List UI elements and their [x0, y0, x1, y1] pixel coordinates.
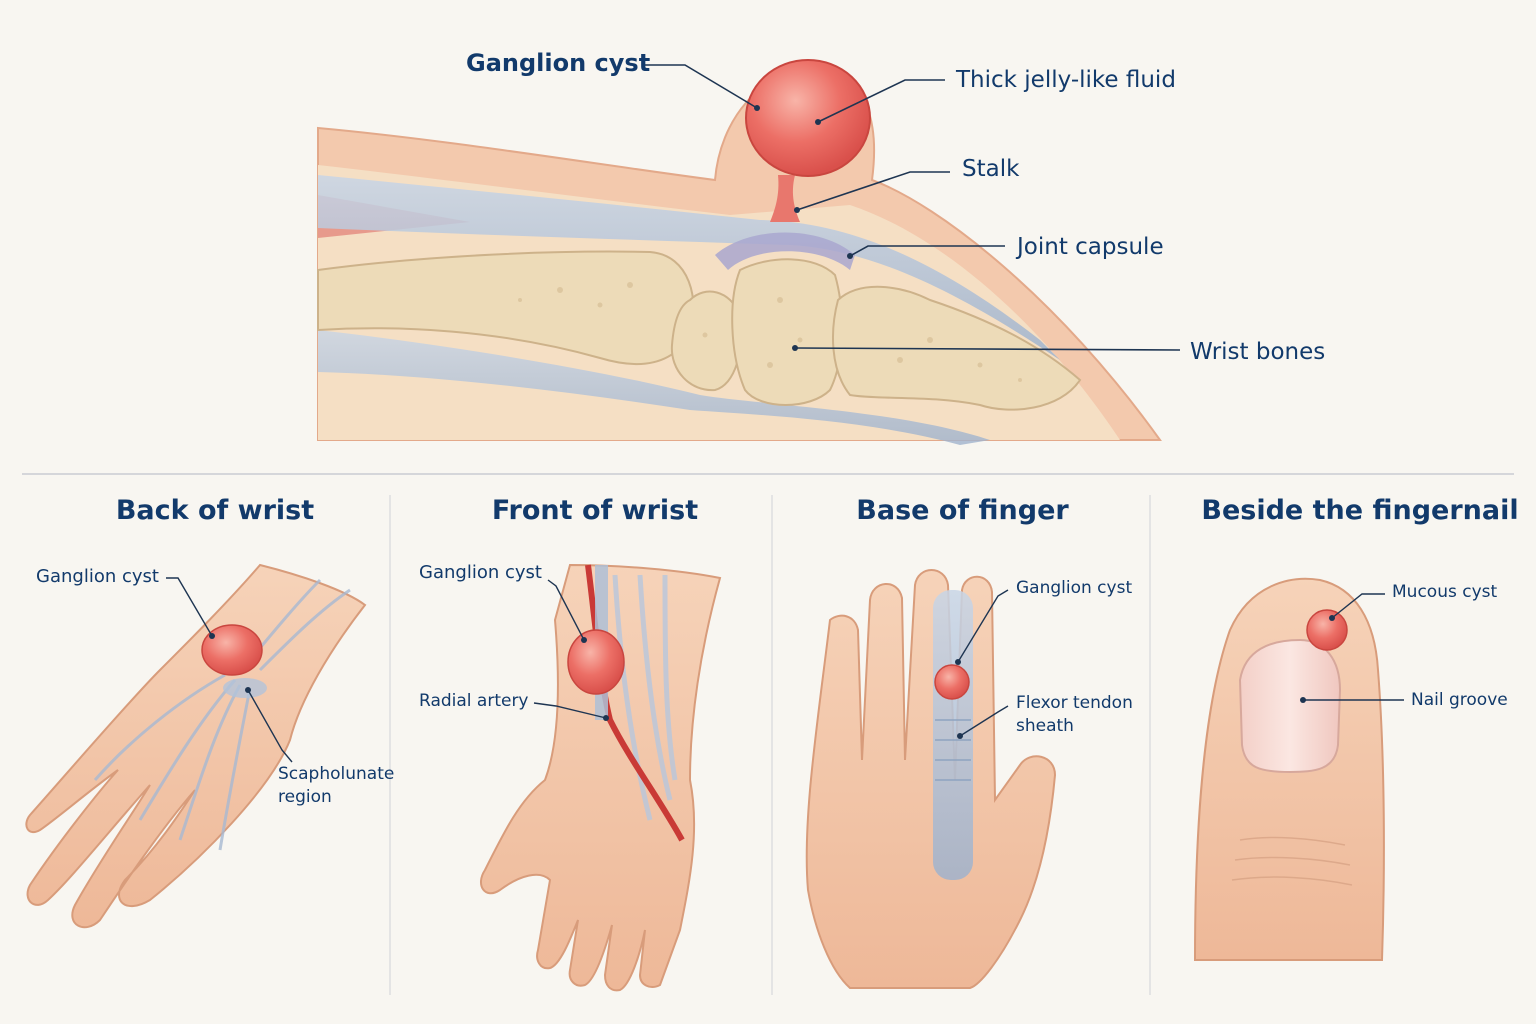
label-back-ganglion-cyst: Ganglion cyst: [36, 566, 159, 587]
leader-wrist-bones: [794, 347, 1181, 351]
leader-joint-capsule: [849, 245, 1005, 257]
wrist-cross-section: [317, 59, 1162, 445]
tendon-band-lower: [318, 330, 990, 445]
label-scapholunate: Scapholunate: [278, 764, 395, 784]
front-ganglion-cyst: [567, 629, 625, 695]
dot-nail-groove: [1300, 697, 1306, 703]
scapholunate-region-mark: [223, 678, 267, 698]
base-of-finger-illustration: [805, 569, 1057, 989]
panel-title-beside-fingernail: Beside the fingernail: [1201, 495, 1519, 526]
finger-ganglion-cyst: [934, 664, 970, 700]
small-carpal-bone: [670, 290, 743, 392]
central-carpal-bone: [731, 258, 843, 406]
label-ganglion-cyst: Ganglion cyst: [466, 49, 651, 77]
ganglion-cyst: [745, 59, 871, 177]
top-leader-lines: [645, 64, 1181, 351]
panel-title-front-of-wrist: Front of wrist: [491, 495, 699, 526]
label-sheath: sheath: [1016, 716, 1074, 736]
back-hand: [25, 563, 367, 929]
flexor-tendon-sheath: [933, 590, 973, 880]
leader-mucous-cyst: [1331, 593, 1385, 619]
dot-ganglion-cyst: [754, 105, 760, 111]
bone-texture: [518, 282, 1022, 382]
dot-finger-cyst: [955, 659, 961, 665]
label-finger-ganglion-cyst: Ganglion cyst: [1016, 578, 1133, 598]
panel-title-back-of-wrist: Back of wrist: [115, 495, 315, 526]
dot-stalk: [794, 207, 800, 213]
skin-creases: [1231, 836, 1353, 886]
dot-thick-fluid: [815, 119, 821, 125]
back-of-wrist-illustration: [25, 563, 367, 929]
mucous-cyst: [1306, 609, 1348, 651]
label-region: region: [278, 787, 332, 807]
label-joint-capsule: Joint capsule: [1017, 234, 1164, 260]
leader-stalk: [796, 171, 950, 211]
label-front-ganglion-cyst: Ganglion cyst: [419, 562, 542, 583]
label-mucous-cyst: Mucous cyst: [1392, 582, 1498, 602]
radial-artery: [585, 564, 685, 842]
dot-joint-capsule: [847, 253, 853, 259]
leader-finger-cyst: [957, 589, 1009, 663]
label-flexor-tendon: Flexor tendon: [1016, 693, 1133, 713]
back-ganglion-cyst: [201, 624, 263, 676]
front-of-wrist-illustration: [480, 563, 722, 992]
leader-front-cyst: [547, 579, 585, 641]
leader-flexor-sheath: [959, 705, 1009, 737]
front-hand: [480, 563, 722, 992]
fingernail: [1238, 638, 1342, 774]
tendon-band: [318, 175, 1060, 360]
beside-fingernail-illustration: [1193, 577, 1385, 961]
label-thick-fluid: Thick jelly-like fluid: [956, 67, 1176, 93]
leader-radial-artery: [533, 702, 607, 719]
palm-hand: [805, 569, 1057, 989]
label-nail-groove: Nail groove: [1411, 690, 1508, 710]
dot-radial-artery: [603, 715, 609, 721]
label-wrist-bones: Wrist bones: [1190, 339, 1326, 365]
dot-flexor-sheath: [957, 733, 963, 739]
dot-wrist-bones: [792, 345, 798, 351]
leader-ganglion-cyst: [645, 64, 758, 109]
dot-back-cyst: [209, 633, 215, 639]
panel-title-base-of-finger: Base of finger: [856, 495, 1069, 526]
leader-back-cyst: [166, 577, 213, 637]
label-stalk: Stalk: [962, 156, 1020, 182]
joint-capsule: [715, 232, 855, 270]
leader-scapholunate: [247, 689, 293, 763]
leader-thick-fluid: [817, 79, 945, 123]
dot-front-cyst: [581, 637, 587, 643]
cyst-stalk: [770, 175, 800, 222]
dot-scapholunate: [245, 687, 251, 693]
front-tendons: [612, 574, 678, 821]
dot-mucous-cyst: [1329, 615, 1335, 621]
label-radial-artery: Radial artery: [419, 691, 529, 711]
sheath-rings: [935, 719, 971, 781]
